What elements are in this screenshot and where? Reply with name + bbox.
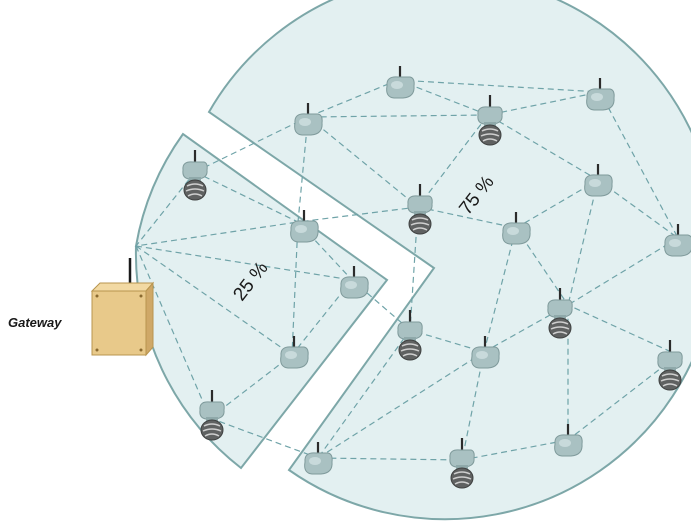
gateway-label: Gateway (8, 315, 62, 330)
